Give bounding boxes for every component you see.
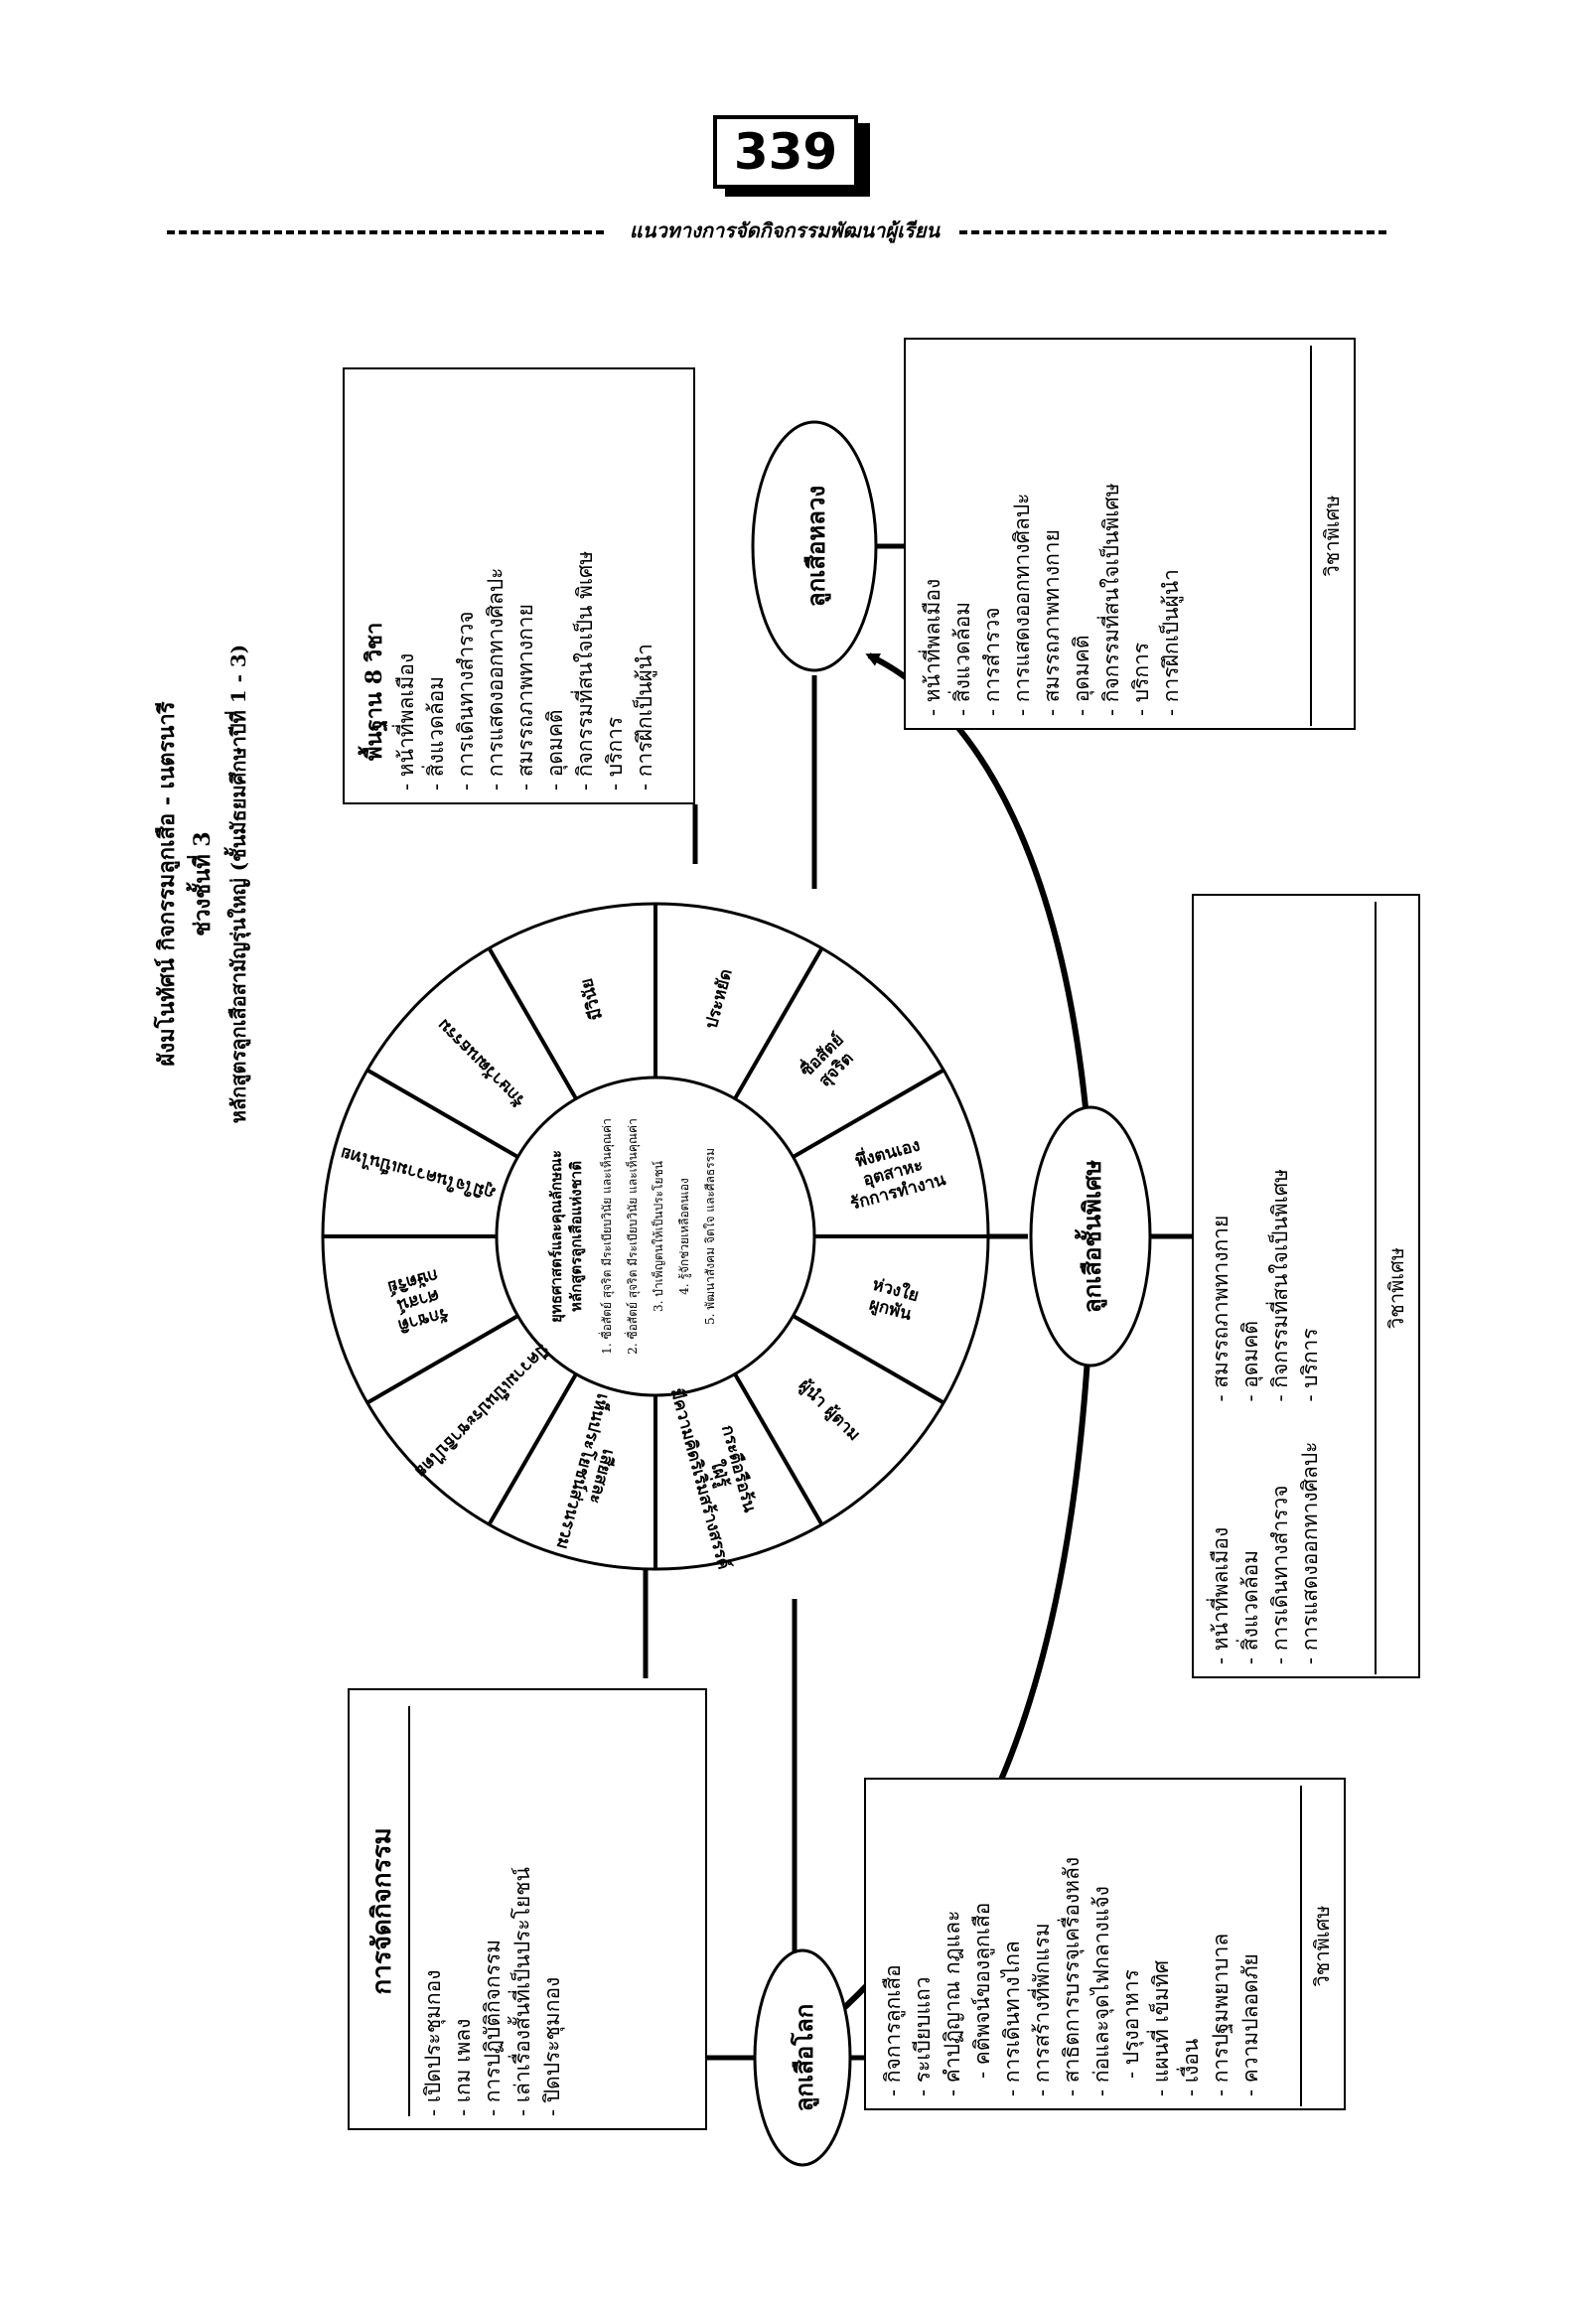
box-activities-item: เปิดประชุมกอง: [418, 1706, 448, 2116]
header-rule-left: [167, 230, 604, 234]
box-world-list: กิจการลูกเสือ ระเบียบแถว คำปฏิญาณ กฎและ …: [878, 1796, 1265, 2096]
box-special-item: การแสดงออกทางศิลปะ: [1295, 1442, 1325, 1664]
box-royal-item: การฝึกเป็นผู้นำ: [1156, 356, 1186, 716]
node-scout-royal: ลูกเสือหลวง: [751, 420, 878, 672]
box-activities-item: เกม เพลง: [448, 1706, 478, 2116]
box-basic-item: การเดินทางสำรวจ: [451, 385, 481, 791]
node-scout-special: ลูกเสือชั้นพิเศษ: [1029, 1105, 1152, 1367]
box-royal-item: การสำรวจ: [977, 356, 1007, 716]
wheel-spoke: [365, 1068, 519, 1159]
box-special-item: อุดมคติ: [1235, 1169, 1265, 1402]
box-special-footer: วิชาพิเศษ: [1375, 902, 1416, 1674]
box-basic-item: การฝึกเป็นผู้นำ: [630, 385, 659, 791]
box-activities-item: ปิดประชุมกอง: [537, 1706, 567, 2116]
box-world-item: คำปฏิญาณ กฎและ: [938, 1796, 967, 2096]
wheel-center-title: หลักสูตรลูกเสือแห่งชาติ: [567, 1161, 586, 1312]
box-royal-item: บริการ: [1126, 356, 1156, 716]
box-world-item: แผนที่ เข็มทิศ: [1146, 1796, 1176, 2096]
box-basic-item: การแสดงออกทางศิลปะ: [481, 385, 510, 791]
wheel: ประหยัดซื่อสัตย์สุจริตพึ่งตนเองอุตสาหะรั…: [321, 902, 990, 1571]
box-royal-item: สิ่งแวดล้อม: [947, 356, 977, 716]
box-basic-item: บริการ: [600, 385, 630, 791]
wheel-spoke: [733, 1372, 824, 1526]
box-activities-item: เล่าเรื่องสั้นที่เป็นประโยชน์: [508, 1706, 537, 2116]
box-world-item: สาธิตการบรรจุเครื่องหลัง: [1057, 1796, 1087, 2096]
box-activities: การจัดกิจกรรม เปิดประชุมกอง เกม เพลง การ…: [348, 1688, 707, 2130]
box-world-item: เงื่อน: [1176, 1796, 1206, 2096]
box-special-item: สมรรถภาพทางกาย: [1206, 1169, 1235, 1402]
box-world-item: การสร้างที่พักแรม: [1027, 1796, 1057, 2096]
box-royal-footer: วิชาพิเศษ: [1310, 346, 1352, 726]
box-world-item: กิจการลูกเสือ: [878, 1796, 908, 2096]
box-basic-subjects: พื้นฐาน 8 วิชา หน้าที่พลเมือง สิ่งแวดล้อ…: [343, 367, 695, 804]
box-activities-list: เปิดประชุมกอง เกม เพลง การปฏิบัติกิจกรรม…: [418, 1706, 567, 2116]
box-world-item: การปฐมพยาบาล: [1206, 1796, 1235, 2096]
wheel-center-item: 4. รู้จักช่วยเหลือตนเอง: [677, 1178, 692, 1295]
wheel-center-item: 5. พัฒนาสังคม จิตใจ และศีลธรรม: [703, 1148, 717, 1325]
wheel-spoke: [487, 1372, 578, 1526]
box-world-item: คติพจน์ของลูกเสือ: [967, 1796, 997, 2096]
wheel-center-item: 3. บำเพ็ญตนให้เป็นประโยชน์: [651, 1161, 665, 1312]
wheel-spoke: [487, 946, 578, 1100]
node-scout-world: ลูกเสือโลก: [753, 1948, 852, 2167]
box-special-col1: หน้าที่พลเมือง สิ่งแวดล้อม การเดินทางสำร…: [1206, 1442, 1325, 1664]
box-basic-item: สมรรถภาพทางกาย: [510, 385, 540, 791]
box-world-item: ก่อและจุดไฟกลางแจ้ง: [1087, 1796, 1116, 2096]
box-basic-item: สิ่งแวดล้อม: [421, 385, 451, 791]
node-scout-special-label: ลูกเสือชั้นพิเศษ: [1074, 1160, 1107, 1313]
node-scout-royal-label: ลูกเสือหลวง: [801, 486, 831, 607]
box-royal-item: หน้าที่พลเมือง: [918, 356, 947, 716]
wheel-spoke: [733, 946, 824, 1100]
box-world-footer: วิชาพิเศษ: [1300, 1786, 1342, 2106]
box-special-subjects: หน้าที่พลเมือง สิ่งแวดล้อม การเดินทางสำร…: [1192, 894, 1420, 1678]
header-rule-right: [959, 230, 1386, 234]
wheel-spoke: [792, 1314, 945, 1405]
box-basic-title: พื้นฐาน 8 วิชา: [362, 622, 387, 761]
box-special-item: หน้าที่พลเมือง: [1206, 1442, 1235, 1664]
wheel-spoke: [792, 1068, 945, 1159]
box-special-item: การเดินทางสำรวจ: [1265, 1442, 1295, 1664]
wheel-center-item: 2. ซื่อสัตย์ สุจริต มีระเบียบวินัย และเห…: [624, 1118, 641, 1355]
box-basic-item: อุดมคติ: [540, 385, 570, 791]
box-world-subjects: กิจการลูกเสือ ระเบียบแถว คำปฏิญาณ กฎและ …: [864, 1778, 1346, 2110]
box-royal-subjects: หน้าที่พลเมือง สิ่งแวดล้อม การสำรวจ การแ…: [904, 338, 1356, 730]
wheel-center-item: 1. ซื่อสัตย์ สุจริต มีระเบียบวินัย และเห…: [598, 1118, 615, 1355]
box-royal-item: สมรรถภาพทางกาย: [1037, 356, 1067, 716]
box-special-item: บริการ: [1295, 1169, 1325, 1402]
box-royal-list: หน้าที่พลเมือง สิ่งแวดล้อม การสำรวจ การแ…: [918, 356, 1186, 716]
box-basic-item: หน้าที่พลเมือง: [391, 385, 421, 791]
box-royal-item: กิจกรรมที่สนใจเป็นพิเศษ: [1096, 356, 1126, 716]
header-title: แนวทางการจัดกิจกรรมพัฒนาผู้เรียน: [629, 218, 941, 242]
box-special-col2: สมรรถภาพทางกาย อุดมคติ กิจกรรมที่สนใจเป็…: [1206, 1169, 1325, 1402]
box-world-item: ระเบียบแถว: [908, 1796, 938, 2096]
page-number: 339: [713, 115, 858, 189]
wheel-inner-circle: [495, 1076, 816, 1397]
box-basic-item: กิจกรรมที่สนใจเป็น พิเศษ: [570, 385, 600, 791]
box-world-item: ความปลอดภัย: [1235, 1796, 1265, 2096]
wheel-spoke: [365, 1314, 519, 1405]
node-scout-world-label: ลูกเสือโลก: [790, 2004, 819, 2112]
wheel-center-subtitle: ยุทธศาสตร์และคุณลักษณะ: [547, 1150, 566, 1323]
box-world-item: ปรุงอาหาร: [1116, 1796, 1146, 2096]
box-world-item: การเดินทางไกล: [997, 1796, 1027, 2096]
box-activities-title: การจัดกิจกรรม: [362, 1706, 410, 2116]
box-royal-item: อุดมคติ: [1067, 356, 1096, 716]
box-special-item: สิ่งแวดล้อม: [1235, 1442, 1265, 1664]
box-activities-item: การปฏิบัติกิจกรรม: [478, 1706, 508, 2116]
box-special-item: กิจกรรมที่สนใจเป็นพิเศษ: [1265, 1169, 1295, 1402]
box-basic-list: หน้าที่พลเมือง สิ่งแวดล้อม การเดินทางสำร…: [391, 385, 659, 791]
box-royal-item: การแสดงออกทางศิลปะ: [1007, 356, 1037, 716]
